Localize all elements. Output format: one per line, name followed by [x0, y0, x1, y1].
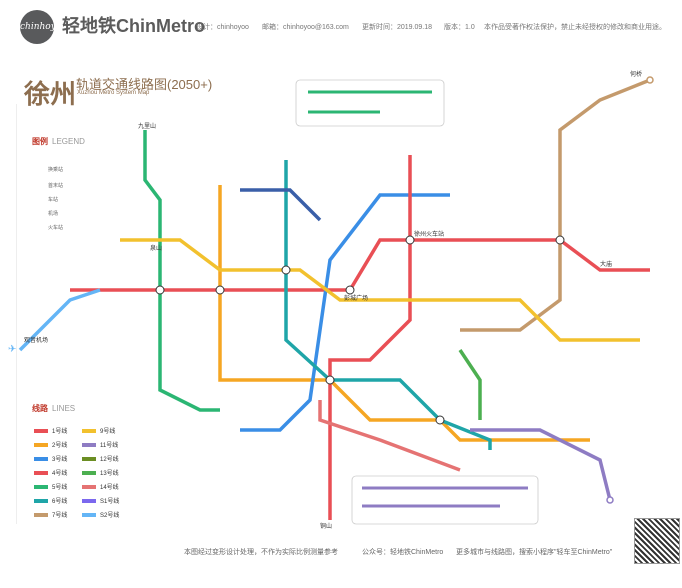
line-color-swatch	[82, 428, 96, 433]
updated-text: 更新时间：2019.09.18	[362, 24, 433, 31]
line-color-swatch	[82, 498, 96, 503]
copyright-text: 本作品受著作权法保护，禁止未经授权的修改和商业用途。	[484, 24, 666, 31]
line-name: 9号线	[100, 429, 116, 435]
line-legend-item: 11号线	[82, 440, 118, 449]
legend-title-cn: 图例	[32, 137, 48, 146]
brand-logo: chinhoyoo	[20, 10, 67, 44]
line-color-swatch	[82, 470, 96, 475]
line-color-swatch	[34, 498, 48, 503]
line-color-swatch	[82, 484, 96, 489]
line-name: 3号线	[52, 457, 68, 463]
line-name: S1号线	[100, 499, 120, 505]
version-text: 版本：1.0	[444, 24, 475, 31]
line-color-swatch	[82, 442, 96, 447]
line-name: 13号线	[100, 471, 119, 477]
legend-title: 图例 LEGEND	[32, 136, 85, 147]
line-color-swatch	[34, 484, 48, 489]
header: chinhoyoo 轻地铁ChinMetro 设计：chinhoyoo 邮箱：c…	[0, 0, 682, 48]
designer-text: 设计：chinhoyoo	[196, 24, 249, 31]
station-label-airport: 观音机场	[24, 336, 48, 344]
map-subtitle: 轨道交通线路图(2050+)	[76, 77, 213, 92]
station-label-center-a: 彭城广场	[344, 294, 368, 302]
qr-code	[634, 518, 680, 564]
station-label-west: 泉山	[150, 244, 162, 252]
line-name: 5号线	[52, 485, 68, 491]
line-name: 14号线	[100, 485, 119, 491]
line-legend-item: 2号线	[34, 440, 67, 449]
line-legend-item: 13号线	[82, 468, 119, 477]
station-label-northeast: 何桥	[630, 70, 642, 78]
line-name: 11号线	[100, 443, 119, 449]
line-color-swatch	[82, 512, 96, 517]
legend-transfer: 换乘站	[48, 167, 64, 173]
line-legend-item: 14号线	[82, 482, 119, 491]
legend-terminal: 首末站	[48, 183, 64, 189]
legend-title-en: LEGEND	[52, 137, 85, 146]
line-legend-item: S2号线	[82, 510, 119, 519]
line-color-swatch	[34, 512, 48, 517]
airport-icon: ✈	[8, 344, 16, 355]
line-legend-item: 12号线	[82, 454, 119, 463]
line-legend-item: 3号线	[34, 454, 67, 463]
lines-title: 线路 LINES	[32, 403, 75, 414]
map-english-title: Xuzhou Metro System Map	[77, 90, 150, 96]
station-label-east: 大庙	[600, 260, 612, 268]
line-name: 4号线	[52, 471, 68, 477]
line-legend-item: S1号线	[82, 496, 119, 505]
line-legend-item: 7号线	[34, 510, 67, 519]
line-name: S2号线	[100, 513, 120, 519]
line-color-swatch	[34, 470, 48, 475]
line-color-swatch	[34, 456, 48, 461]
line-name: 7号线	[52, 513, 68, 519]
line-legend-item: 1号线	[34, 426, 67, 435]
lines-title-en: LINES	[52, 404, 76, 413]
line-legend-item: 5号线	[34, 482, 67, 491]
footer-account: 公众号：轻地铁ChinMetro	[362, 549, 444, 556]
legend-station: 车站	[48, 197, 59, 203]
station-label-north: 九里山	[138, 122, 156, 130]
station-label-south: 铜山	[320, 522, 332, 530]
email-text: 邮箱：chinhoyoo@163.com	[262, 24, 349, 31]
line-legend-item: 6号线	[34, 496, 67, 505]
line-legend-item: 9号线	[82, 426, 115, 435]
city-title: 徐州	[24, 80, 77, 110]
station-label-center-b: 徐州火车站	[414, 230, 444, 238]
legend-railway: 火车站	[48, 225, 64, 231]
line-color-swatch	[82, 456, 96, 461]
lines-title-cn: 线路	[32, 404, 48, 413]
line-name: 2号线	[52, 443, 68, 449]
legend-airport: 机场	[48, 211, 59, 217]
line-name: 1号线	[52, 429, 68, 435]
line-name: 12号线	[100, 457, 119, 463]
brand-name: 轻地铁ChinMetro	[62, 16, 205, 36]
footer-more: 更多城市与线路图，搜索小程序"轻车至ChinMetro"	[456, 549, 613, 556]
line-color-swatch	[34, 428, 48, 433]
line-color-swatch	[34, 442, 48, 447]
footer-note: 本图经过变形设计处理，不作为实际比例测量参考	[184, 549, 338, 556]
line-legend-item: 4号线	[34, 468, 67, 477]
line-name: 6号线	[52, 499, 68, 505]
